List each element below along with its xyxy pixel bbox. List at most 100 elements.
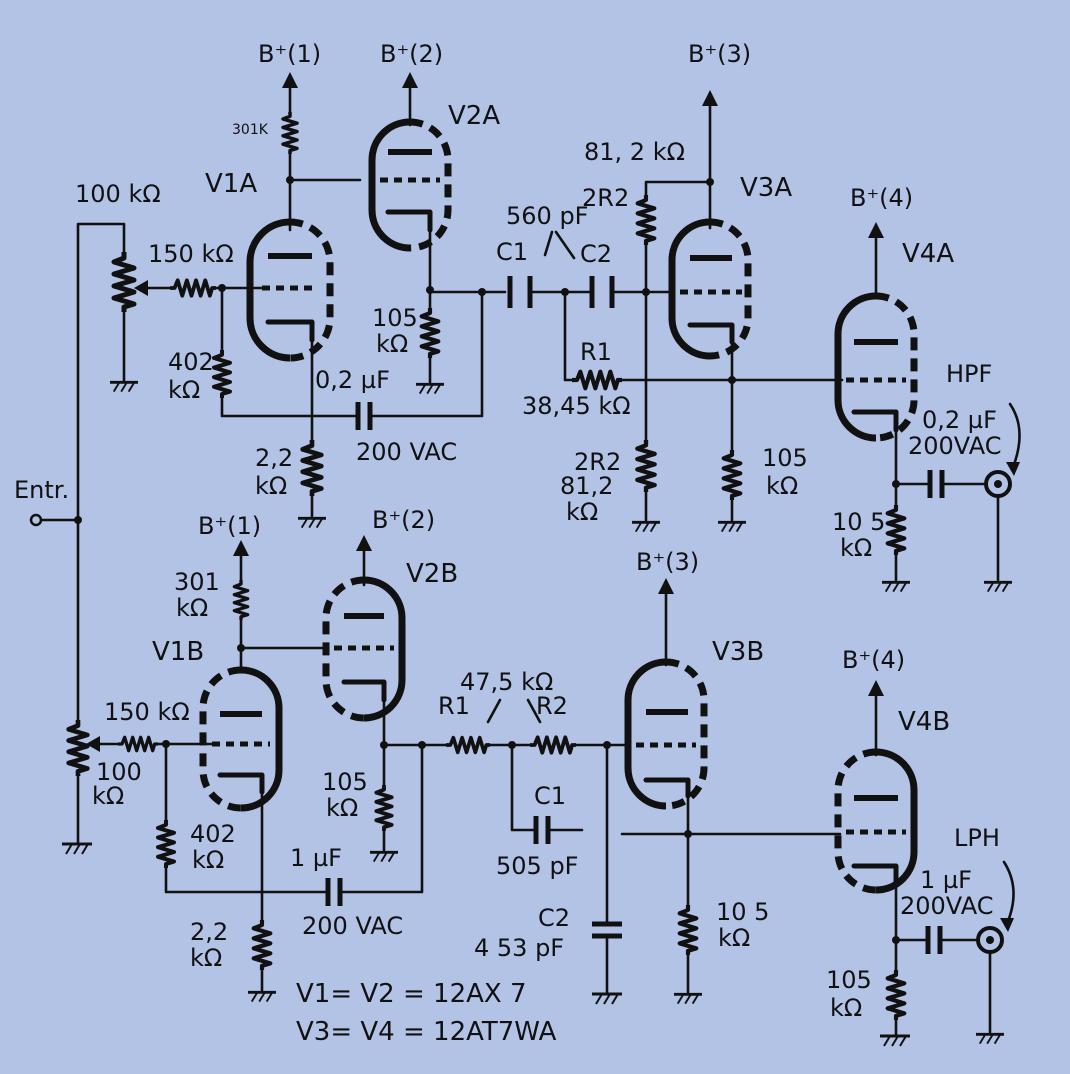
- label-pot-top: 100 kΩ: [75, 180, 161, 208]
- resistor-2k2-bottom: [254, 920, 271, 970]
- label-b2-top: B⁺(2): [380, 40, 443, 68]
- label-105k-top-a: 105: [372, 304, 418, 332]
- label-c2-bottom: C2: [538, 904, 570, 932]
- label-105k-hpf-a: 10 5: [832, 508, 885, 536]
- label-2k2-bot-a: 2,2: [190, 918, 228, 946]
- resistor-105k-lph: [888, 970, 905, 1020]
- label-b1-bottom: B⁺(1): [198, 512, 261, 540]
- label-r1-bottom: R1: [438, 692, 470, 720]
- label-402-top-b: kΩ: [168, 376, 200, 404]
- label-b3-bottom: B⁺(3): [636, 548, 699, 576]
- label-pot-bot-a: 100: [96, 758, 142, 786]
- label-entr: Entr.: [14, 476, 69, 504]
- label-105k-v3b-b: kΩ: [718, 924, 750, 952]
- label-105k-lph-b: kΩ: [830, 994, 862, 1022]
- resistor-105k-bottom: [376, 785, 391, 831]
- resistor-150k-top: [170, 280, 216, 295]
- supply-b2-bottom: B⁺(2): [356, 506, 435, 587]
- label-105k-top-b: kΩ: [376, 330, 408, 358]
- supply-b4-bottom: B⁺(4): [842, 646, 905, 757]
- label-105k-v3a-b: kΩ: [766, 472, 798, 500]
- resistor-301k-bottom: [234, 580, 247, 620]
- label-301k-top: 301K: [232, 122, 269, 138]
- label-cap-02uf-top: 0,2 µF: [315, 366, 390, 394]
- label-105k-bot-a: 105: [322, 768, 368, 796]
- tube-v4b: V4B: [834, 707, 950, 894]
- resistor-2r2-mid: [637, 440, 654, 492]
- supply-b2-top: B⁺(2): [380, 40, 443, 127]
- label-v1a: V1A: [205, 169, 257, 199]
- resistor-402k-bottom: [158, 820, 174, 868]
- label-475k: 47,5 kΩ: [460, 668, 553, 696]
- potentiometer-top: 100 kΩ: [75, 180, 161, 522]
- label-b4-bottom: B⁺(4): [842, 646, 905, 674]
- label-b1-top: B⁺(1): [258, 40, 321, 68]
- label-812k-top: 81, 2 kΩ: [584, 138, 685, 166]
- resistor-105k-top: [422, 308, 439, 358]
- label-3845k: 38,45 kΩ: [522, 392, 631, 420]
- tube-v4a: V4A: [834, 239, 954, 442]
- tube-v1a: V1A: [205, 169, 334, 362]
- label-105k-v3b-a: 10 5: [716, 898, 769, 926]
- label-105k-bot-b: kΩ: [326, 794, 358, 822]
- label-v3a: V3A: [740, 173, 792, 203]
- label-r1-top: R1: [580, 338, 612, 366]
- label-v2b: V2B: [406, 559, 458, 589]
- label-200vac-bottom: 200 VAC: [302, 912, 403, 940]
- label-812-mid-a: 81,2: [560, 472, 613, 500]
- label-r2-bottom: R2: [536, 692, 568, 720]
- tube-v3b: V3B: [624, 637, 764, 810]
- label-105k-v3a-a: 105: [762, 444, 808, 472]
- label-2k2-top-a: 2,2: [255, 444, 293, 472]
- resistor-105k-v3a: [724, 450, 741, 500]
- label-2r2-mid: 2R2: [574, 448, 621, 476]
- label-105k-hpf-b: kΩ: [840, 534, 872, 562]
- label-lph: LPH: [954, 824, 1000, 852]
- input-entr[interactable]: Entr.: [14, 476, 82, 527]
- label-560pf: 560 pF: [506, 202, 588, 230]
- label-150k-bottom: 150 kΩ: [104, 698, 190, 726]
- supply-b3-top: B⁺(3): [688, 40, 751, 230]
- resistor-150k-bottom: [118, 737, 158, 750]
- resistor-105k-hpf: [888, 505, 905, 555]
- resistor-2r2-top: [638, 195, 655, 245]
- label-v3b: V3B: [712, 637, 764, 667]
- resistor-402k-top: [214, 350, 230, 398]
- resistor-105k-v3b: [680, 905, 697, 955]
- label-105k-lph-a: 105: [826, 966, 872, 994]
- label-200vac-top: 200 VAC: [356, 438, 457, 466]
- resistor-r1-top: [572, 372, 622, 389]
- label-402-top-a: 402: [168, 348, 214, 376]
- label-cap-lph-a: 1 µF: [920, 866, 972, 894]
- resistor-r2-bottom: [530, 737, 576, 752]
- label-c2-top: C2: [580, 240, 612, 268]
- label-v4a: V4A: [902, 239, 954, 269]
- label-cap-1uf-bottom: 1 µF: [290, 844, 342, 872]
- label-c1-bottom: C1: [534, 782, 566, 810]
- label-301-bot-a: 301: [174, 568, 220, 596]
- tube-v1b: V1B: [152, 637, 283, 812]
- potentiometer-bottom: 100 kΩ: [60, 720, 142, 856]
- supply-b1-top: B⁺(1): [258, 40, 321, 114]
- label-301-bot-b: kΩ: [176, 594, 208, 622]
- label-505pf: 505 pF: [496, 852, 578, 880]
- supply-b3-bottom: B⁺(3): [636, 548, 699, 667]
- label-2k2-top-b: kΩ: [255, 472, 287, 500]
- label-c1-top: C1: [496, 238, 528, 266]
- label-v1b: V1B: [152, 637, 204, 667]
- channel-a: B⁺(1) 301K B⁺(2) V1A V2A: [75, 40, 1021, 594]
- label-453pf: 4 53 pF: [474, 934, 564, 962]
- label-2r2-top: 2R2: [582, 184, 629, 212]
- label-v2a: V2A: [448, 101, 500, 131]
- label-cap-lph-b: 200VAC: [900, 892, 993, 920]
- label-402-bot-a: 402: [190, 820, 236, 848]
- label-2k2-bot-b: kΩ: [190, 944, 222, 972]
- resistor-r1-bottom: [446, 738, 490, 753]
- tube-v3a: V3A: [668, 173, 792, 360]
- resistor-2k2-top: [303, 440, 322, 496]
- label-v4b: V4B: [898, 707, 950, 737]
- legend-line-2: V3= V4 = 12AT7WA: [296, 1017, 557, 1047]
- label-402-bot-b: kΩ: [192, 846, 224, 874]
- tube-v2a: V2A: [368, 101, 500, 252]
